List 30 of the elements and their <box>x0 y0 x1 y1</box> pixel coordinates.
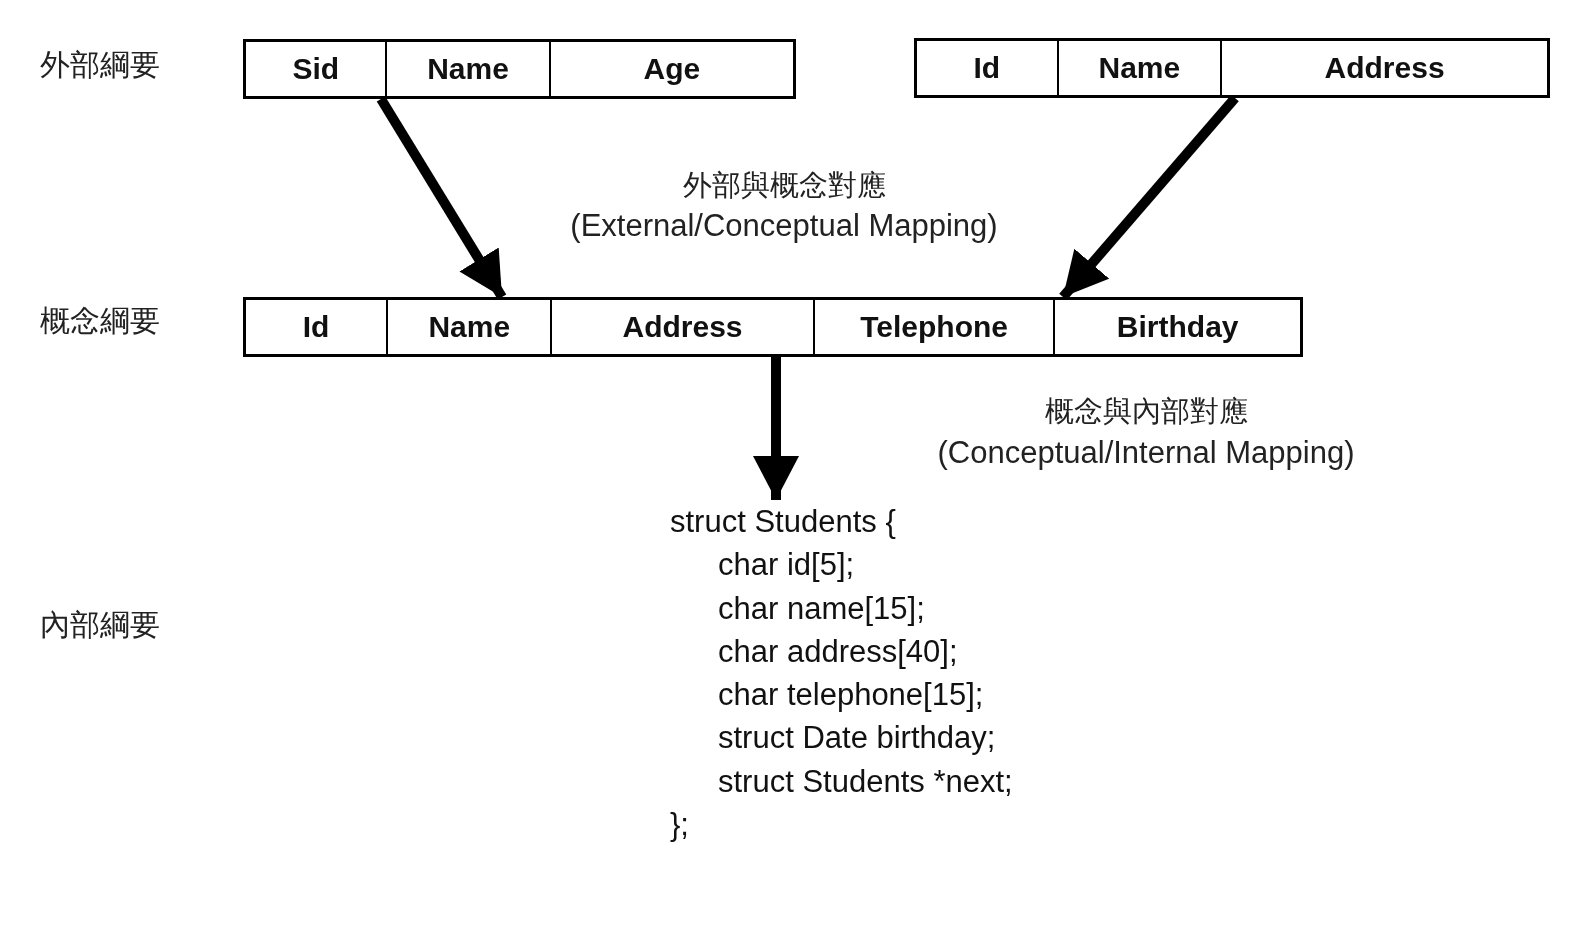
code-line: char telephone[15]; <box>717 676 985 715</box>
schema-label: 外部綱要 <box>40 47 160 83</box>
schema-label: 概念綱要 <box>40 303 160 339</box>
field-name: Telephone <box>812 300 1054 354</box>
arrow <box>753 357 799 500</box>
field-name: Name <box>1056 41 1221 95</box>
field-name: Name <box>385 42 549 96</box>
code-line: struct Date birthday; <box>717 719 997 758</box>
field-name: Address <box>550 300 813 354</box>
code-line: char id[5]; <box>717 546 856 585</box>
code-line: char address[40]; <box>717 632 959 671</box>
field-name: Name <box>386 300 551 354</box>
schema-label: 外部與概念對應 <box>682 168 886 203</box>
field-name: Address <box>1220 41 1547 95</box>
field-name: Age <box>548 42 793 96</box>
code-line: struct Students *next; <box>717 762 1013 801</box>
schema-label: 內部綱要 <box>40 607 160 643</box>
field-name: Sid <box>291 51 341 87</box>
record-table <box>243 39 796 99</box>
field-name: Id <box>301 309 331 345</box>
schema-label: (Conceptual/Internal Mapping) <box>937 435 1355 471</box>
schema-label: 概念與內部對應 <box>1044 394 1248 429</box>
schema-label: (External/Conceptual Mapping) <box>570 208 998 244</box>
code-line: }; <box>670 806 690 845</box>
record-table <box>914 38 1550 98</box>
field-name: Birthday <box>1053 300 1300 354</box>
field-name: Id <box>972 50 1002 86</box>
code-line: char name[15]; <box>717 589 926 628</box>
code-line: struct Students { <box>670 503 897 541</box>
record-table <box>243 297 1303 357</box>
